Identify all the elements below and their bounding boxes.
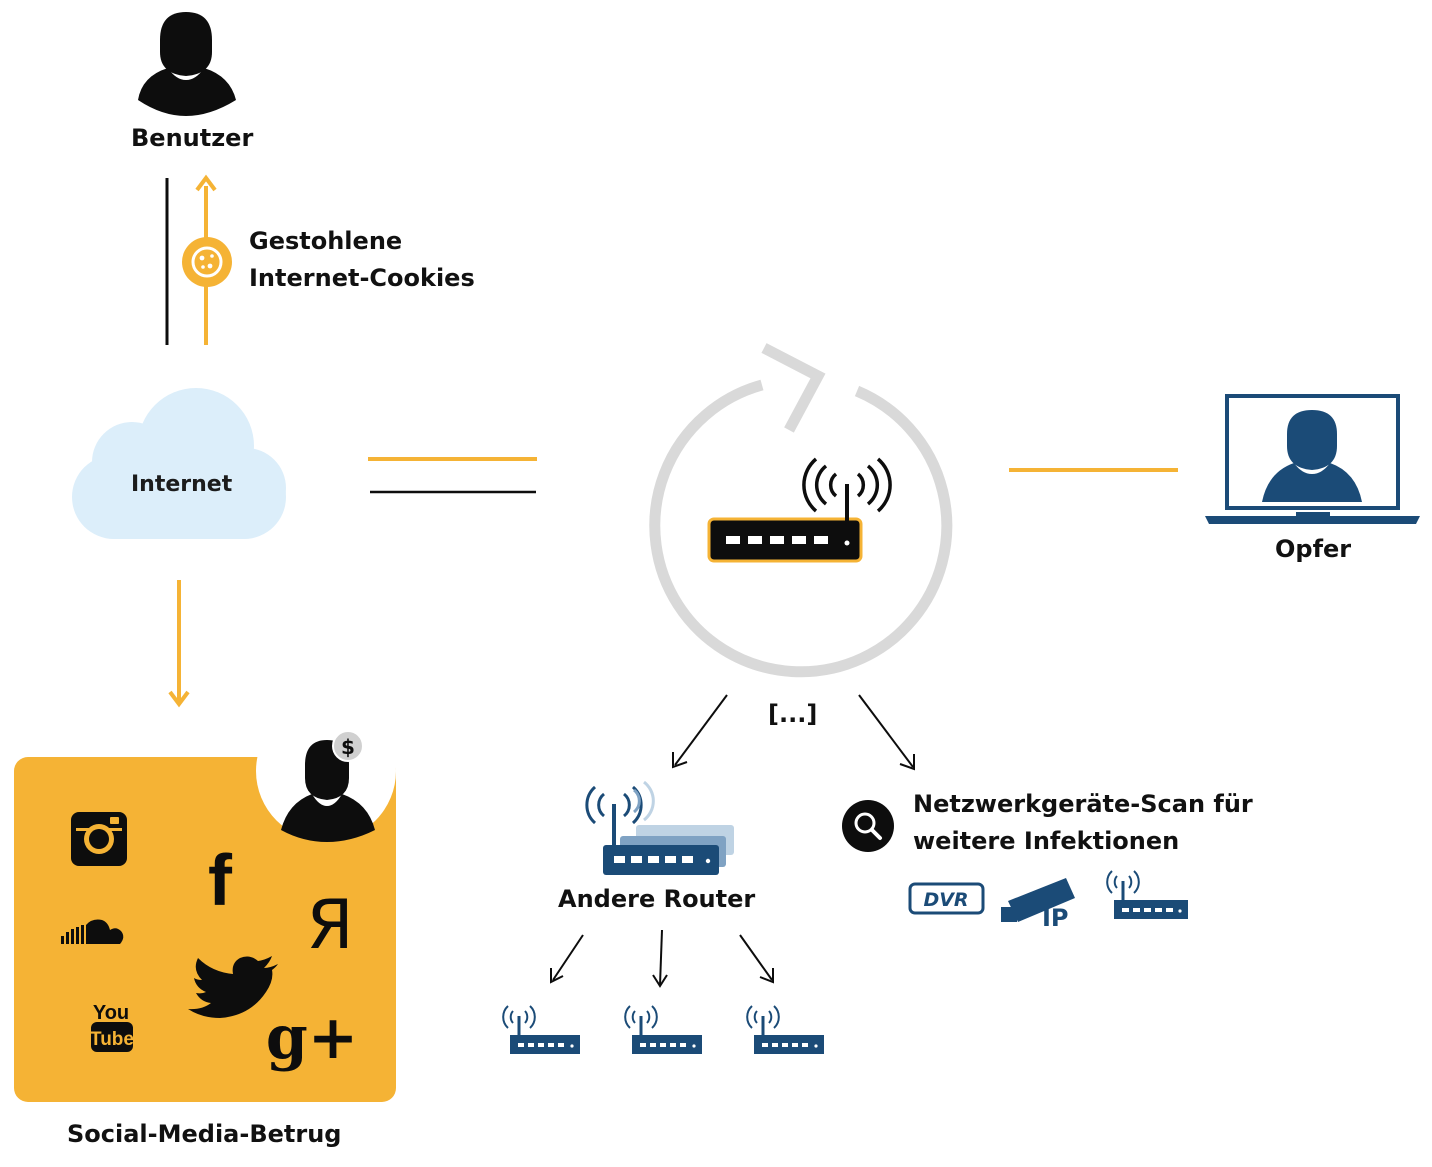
ring-to-scan-arrowhead [899, 754, 915, 771]
twitter-icon [188, 956, 278, 1018]
ellipsis-label: [...] [768, 700, 818, 728]
network-scan-line-2: weitere Infektionen [913, 827, 1180, 856]
routers-fan-arrow-middle [659, 929, 663, 986]
ring-to-routers-arrowhead [672, 752, 688, 769]
refresh-ring-icon [649, 379, 953, 678]
network-scan-label: Netzwerkgeräte-Scan für weitere Infektio… [913, 786, 1253, 860]
yandex-icon: Я [306, 886, 353, 965]
user-label: Benutzer [131, 124, 254, 152]
cookie-icon [182, 237, 232, 287]
routers-fan-arrow-left [552, 934, 584, 981]
routers-fan-arrowhead-middle [652, 974, 668, 988]
user-person-icon [138, 12, 236, 116]
google-plus-icon: g+ [266, 1003, 358, 1073]
dollar-icon: $ [332, 730, 364, 762]
youtube-you-label: You [93, 1002, 129, 1024]
youtube-icon: You Tube [90, 1002, 134, 1052]
routers-fan-arrowhead-left [550, 968, 564, 984]
ring-to-scan-arrow [858, 694, 914, 768]
social-media-fraud-label: Social-Media-Betrug [67, 1120, 342, 1148]
small-router-icon-3 [746, 1005, 824, 1054]
small-router-icon-1 [502, 1005, 580, 1054]
routers-fan-arrow-right [739, 934, 773, 981]
soundcloud-icon [61, 919, 124, 944]
ip-label: IP [1042, 904, 1069, 932]
network-scan-line-1: Netzwerkgeräte-Scan für [913, 790, 1253, 818]
internet-label: Internet [131, 472, 233, 497]
refresh-ring-arrowhead [761, 343, 826, 433]
cookie-flow-arrowhead [195, 174, 217, 192]
victim-label: Opfer [1275, 535, 1352, 563]
router-icon [707, 457, 892, 563]
stolen-cookies-line-1: Gestohlene [249, 227, 403, 255]
dollar-label: $ [341, 735, 355, 759]
facebook-icon: f [208, 841, 233, 921]
youtube-tube-label: Tube [90, 1029, 134, 1050]
dvr-icon: DVR [908, 882, 985, 915]
ring-to-routers-arrow [674, 694, 728, 766]
instagram-icon [71, 812, 127, 866]
scan-router-icon [1106, 870, 1188, 919]
dvr-label: DVR [923, 889, 968, 911]
cloud-icon [72, 388, 286, 539]
internet-social-arrowhead [168, 690, 190, 708]
routers-fan-arrowhead-right [759, 968, 774, 984]
ip-camera-icon: IP [1001, 878, 1075, 932]
magnifier-icon [842, 800, 894, 852]
other-routers-label: Andere Router [558, 885, 756, 913]
small-router-icon-2 [624, 1005, 702, 1054]
stacked-routers-icon [585, 780, 734, 875]
laptop-icon [1205, 394, 1420, 524]
stolen-cookies-label: Gestohlene Internet-Cookies [249, 223, 475, 297]
stolen-cookies-line-2: Internet-Cookies [249, 264, 475, 293]
